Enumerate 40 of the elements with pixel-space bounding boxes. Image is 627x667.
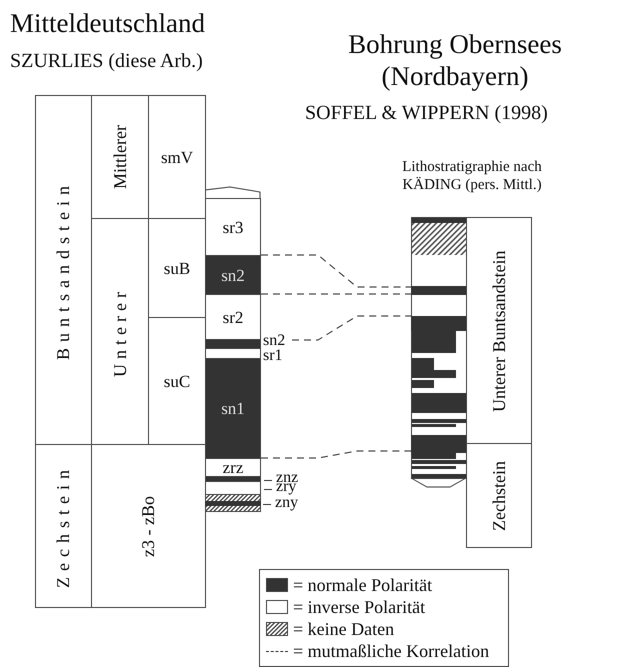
- unit-label: smV: [160, 148, 194, 166]
- unit-label: Zechstein: [54, 464, 73, 588]
- unit-label: suB: [164, 260, 190, 276]
- region-heading: Mitteldeutschland: [10, 8, 205, 39]
- legend-text: = keine Daten: [293, 618, 394, 640]
- unit-label: suC: [164, 372, 190, 390]
- column-caption: Lithostratigraphie nach KÄDING (pers. Mittl.): [401, 158, 543, 194]
- unit-label: z3 - zBo: [139, 496, 158, 556]
- polarity-band: [205, 358, 261, 459]
- legend-text: = normale Polarität: [293, 574, 432, 596]
- band-label: sr1: [263, 348, 283, 364]
- polarity-band: [205, 198, 261, 256]
- unit-label: zrz: [222, 459, 244, 476]
- unit-label: sr3: [222, 218, 244, 236]
- unit-label: Zechstein: [490, 460, 508, 530]
- unit-label: Unterer: [110, 286, 130, 376]
- author-subheading: SZURLIES (diese Arb.): [10, 50, 203, 73]
- legend-text: = inverse Polarität: [293, 596, 426, 618]
- unit-label: sn2: [221, 266, 245, 284]
- polarity-band: [411, 316, 467, 331]
- unit-cell: [466, 443, 532, 548]
- correlation-line: [260, 450, 412, 458]
- polarity-band: [411, 286, 467, 295]
- unit-cell: [35, 444, 92, 608]
- polarity-band: [411, 435, 467, 453]
- unit-cell: [35, 95, 92, 445]
- unit-label: Buntsandstein: [54, 180, 73, 360]
- unit-label: Mittlerer: [110, 125, 130, 189]
- correlation-line: [292, 316, 412, 340]
- unit-label: sn1: [221, 400, 245, 417]
- unit-cell: [466, 217, 532, 444]
- correlation-line: [260, 254, 412, 288]
- unit-label: Unterer Buntsandstein: [490, 248, 508, 414]
- band-label: sn2: [263, 333, 286, 349]
- legend-text: = mutmaßliche Korrelation: [293, 640, 490, 662]
- unit-label: sr2: [222, 308, 244, 326]
- author-subheading: SOFFEL & WIPPERN (1998): [305, 102, 548, 125]
- borehole-heading: Bohrung Obernsees (Nordbayern): [347, 28, 563, 93]
- band-label: zny: [275, 495, 298, 511]
- polarity-band: [205, 255, 261, 295]
